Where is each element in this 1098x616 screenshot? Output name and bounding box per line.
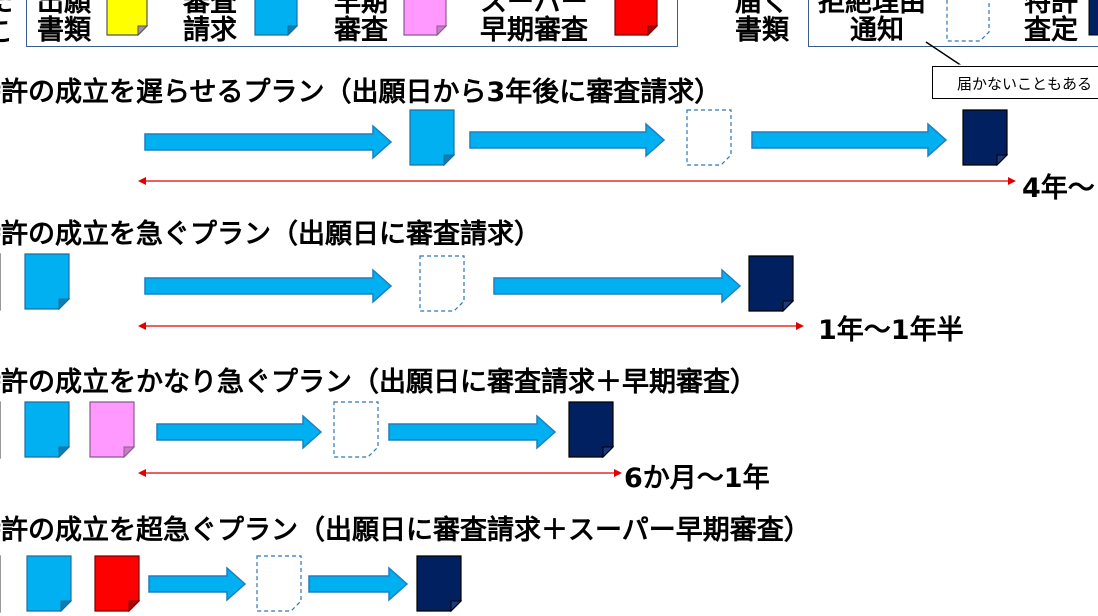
plan-4-arrow-1 [148, 566, 249, 602]
legend-notice-grant-bottom: 査定 [1024, 15, 1078, 46]
plan-1-rejection-notice-doc [686, 109, 732, 166]
plan-1-duration-span [138, 173, 1018, 189]
plan-3-arrow-2 [388, 414, 561, 450]
plan-2-rejection-notice-doc [419, 255, 465, 312]
plan-1-grant-doc [962, 109, 1009, 167]
plan-1-title: 特許の成立を遅らせるプラン（出願日から3年後に審査請求） [0, 77, 722, 108]
plan-4-exam-request-doc [26, 555, 73, 613]
plan-2-duration-span [138, 318, 806, 334]
legend-notice-label-bottom: 書類 [735, 15, 789, 46]
plan-2-application-doc-partial [0, 253, 4, 311]
legend-swatch-rejection-notice [946, 0, 990, 42]
legend-item-early-exam-top: 早期 [334, 0, 388, 18]
legend-notice-label-top: 届く [735, 0, 789, 18]
plan-4-title: 特許の成立を超急ぐプラン（出願日に審査請求＋スーパー早期審査） [0, 515, 811, 546]
plan-4-super-early-doc [94, 555, 141, 613]
legend-item-exam-request-bottom: 請求 [183, 15, 237, 46]
plan-4-arrow-2 [308, 566, 411, 602]
legend-item-application-bottom: 書類 [37, 15, 91, 46]
legend-swatch-super-early [614, 0, 659, 37]
plan-3-exam-request-doc [24, 401, 71, 459]
legend-item-early-exam-bottom: 審査 [334, 15, 388, 46]
plan-3-application-doc-partial [0, 401, 4, 459]
legend-item-application-top: 出願 [37, 0, 91, 18]
legend-swatch-grant [1088, 0, 1098, 36]
plan-4-grant-doc [416, 555, 463, 613]
callout-note: 届かないこともある [932, 66, 1098, 99]
legend-item-super-early-top: スーパー [480, 0, 588, 18]
legend-swatch-exam-request [254, 0, 299, 37]
plan-2-exam-request-doc [24, 253, 71, 311]
plan-3-arrow-1 [156, 414, 327, 450]
plan-3-rejection-notice-doc [333, 401, 379, 458]
legend-notice-rejection-bottom: 通知 [850, 15, 904, 46]
legend-item-exam-request-top: 審査 [183, 0, 237, 18]
legend-left-partial-bottom: こ [0, 18, 13, 48]
plan-1-left-edge [0, 110, 2, 162]
plan-2-arrow-2 [493, 268, 744, 304]
plan-1-duration: 4年～ [1022, 173, 1095, 204]
plan-4-rejection-notice-doc [256, 555, 302, 612]
plan-3-duration: 6か月～1年 [624, 463, 770, 494]
plan-1-arrow-3 [751, 122, 952, 158]
plan-3-duration-span [138, 465, 624, 481]
legend-notice-grant-top: 特許 [1024, 0, 1078, 18]
plan-2-duration: 1年～1年半 [818, 315, 964, 346]
legend-swatch-application [106, 0, 149, 37]
plan-3-early-exam-doc [89, 401, 136, 459]
plan-3-title: 特許の成立をかなり急ぐプラン（出願日に審査請求＋早期審査） [0, 367, 757, 398]
plan-1-arrow-2 [469, 122, 670, 158]
plan-3-grant-doc [568, 401, 615, 459]
plan-1-arrow-1 [144, 124, 395, 160]
plan-2-arrow-1 [144, 268, 395, 304]
plan-4-application-doc-partial [0, 555, 4, 613]
plan-1-exam-request-doc [409, 109, 456, 167]
legend-left-partial-top: た [0, 0, 13, 18]
legend-item-super-early-bottom: 早期審査 [480, 15, 588, 46]
legend-swatch-early-exam [403, 0, 448, 37]
legend-notice-rejection-top: 拒絶理由 [818, 0, 926, 18]
plan-2-grant-doc [748, 255, 795, 313]
plan-2-title: 特許の成立を急ぐプラン（出願日に審査請求） [0, 219, 541, 250]
